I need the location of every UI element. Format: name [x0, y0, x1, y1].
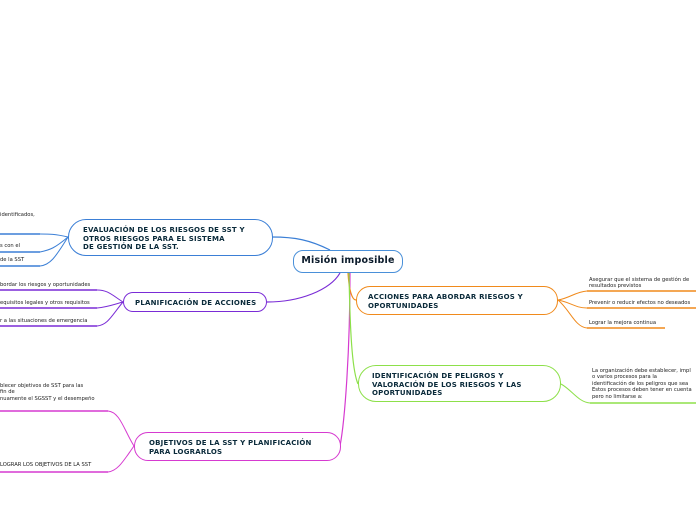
root-label: Misión imposible	[301, 255, 395, 266]
edge-acciones-leaf	[557, 299, 588, 329]
edge-evaluacion-leaf	[39, 236, 69, 267]
leaf-planificacion-2[interactable]: equisitos legales y otros requisitos	[0, 300, 90, 306]
leaf-objetivos-2[interactable]: LOGRAR LOS OBJETIVOS DE LA SST	[0, 462, 92, 468]
edge-planificacion	[266, 272, 341, 303]
leaf-evaluacion-2[interactable]: s con el	[0, 243, 20, 249]
leaf-evaluacion-3[interactable]: de la SST	[0, 257, 25, 263]
edge-acciones-leaf	[557, 299, 588, 309]
topic-acciones-label: ACCIONES PARA ABORDAR RIESGOS Y OPORTUNI…	[368, 293, 523, 310]
edge-objetivos-leaf	[107, 445, 135, 473]
leaf-objetivos-1[interactable]: blecer objetivos de SST para las fin de …	[0, 383, 95, 402]
edge-acciones-leaf	[557, 290, 588, 301]
root-node[interactable]: Misión imposible	[293, 250, 403, 273]
leaf-acciones-3[interactable]: Lograr la mejora continua	[589, 320, 656, 326]
leaf-planificacion-3[interactable]: r a las situaciones de emergencia	[0, 318, 88, 324]
edge-evaluacion-leaf	[39, 233, 69, 238]
edge-identificacion	[348, 272, 359, 385]
edge-identificacion-leaf	[560, 383, 591, 404]
edge-planificacion-leaf	[96, 289, 124, 303]
edge-objetivos-leaf	[107, 410, 135, 447]
topic-evaluacion[interactable]: EVALUACIÓN DE LOS RIESGOS DE SST Y OTROS…	[68, 219, 273, 256]
edge-evaluacion	[271, 236, 331, 251]
topic-acciones[interactable]: ACCIONES PARA ABORDAR RIESGOS Y OPORTUNI…	[356, 286, 558, 315]
topic-objetivos[interactable]: OBJETIVOS DE LA SST Y PLANIFICACIÓN PARA…	[134, 432, 341, 461]
topic-identificacion-label: IDENTIFICACIÓN DE PELIGROS Y VALORACIÓN …	[372, 372, 522, 397]
edge-evaluacion-leaf	[39, 236, 69, 253]
edge-planificacion-leaf	[96, 301, 124, 327]
leaf-acciones-1[interactable]: Asegurar que el sistema de gestión de re…	[589, 277, 690, 290]
edge-planificacion-leaf	[96, 301, 124, 309]
topic-planificacion-label: PLANIFICACIÓN DE ACCIONES	[135, 299, 257, 307]
edge-objetivos	[339, 272, 351, 447]
leaf-acciones-2[interactable]: Prevenir o reducir efectos no deseados	[589, 300, 691, 306]
topic-objetivos-label: OBJETIVOS DE LA SST Y PLANIFICACIÓN PARA…	[149, 439, 312, 456]
edge-acciones	[347, 272, 357, 301]
topic-identificacion[interactable]: IDENTIFICACIÓN DE PELIGROS Y VALORACIÓN …	[358, 365, 561, 402]
leaf-evaluacion-1[interactable]: identificados,	[0, 212, 35, 218]
leaf-planificacion-1[interactable]: bordar los riesgos y oportunidades	[0, 282, 91, 288]
leaf-identificacion-1[interactable]: La organización debe establecer, impl o …	[592, 368, 692, 400]
topic-planificacion[interactable]: PLANIFICACIÓN DE ACCIONES	[123, 292, 267, 312]
topic-evaluacion-label: EVALUACIÓN DE LOS RIESGOS DE SST Y OTROS…	[83, 226, 245, 251]
